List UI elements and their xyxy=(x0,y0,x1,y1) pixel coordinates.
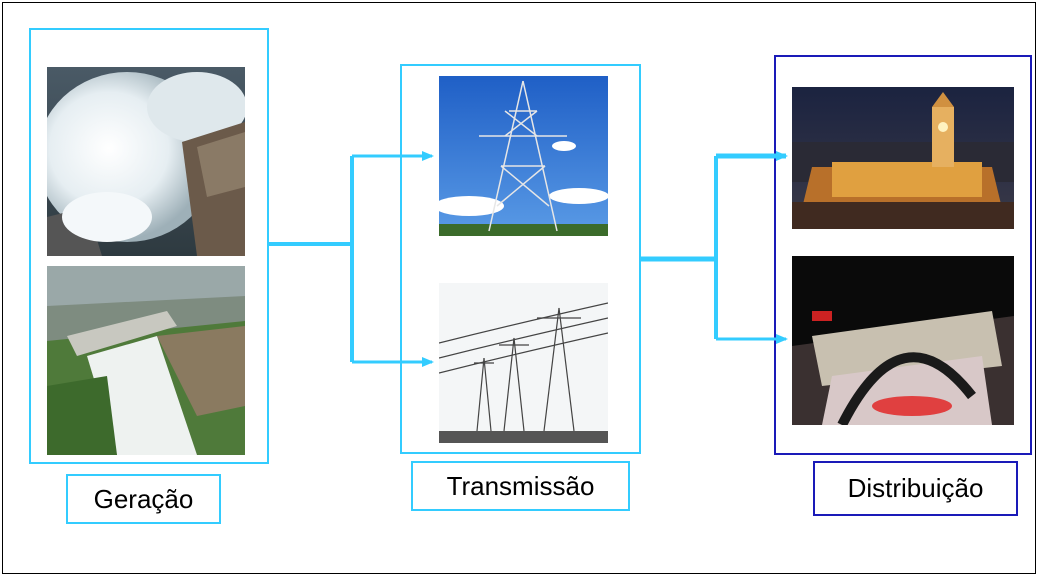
generation-label: Geração xyxy=(66,474,221,524)
stadium-night-photo xyxy=(792,256,1014,425)
transmission-tower-sky-photo xyxy=(439,76,608,236)
transmission-towers-lines-photo xyxy=(439,283,608,443)
city-night-building-photo xyxy=(792,87,1014,229)
dam-spillway-photo xyxy=(47,67,245,256)
distribution-stage-box xyxy=(774,55,1032,455)
distribution-label: Distribuição xyxy=(813,461,1018,516)
hydroelectric-dam-aerial-photo xyxy=(47,266,245,455)
transmission-label: Transmissão xyxy=(411,461,630,511)
transmission-stage-box xyxy=(400,64,641,454)
generation-stage-box xyxy=(29,28,269,464)
